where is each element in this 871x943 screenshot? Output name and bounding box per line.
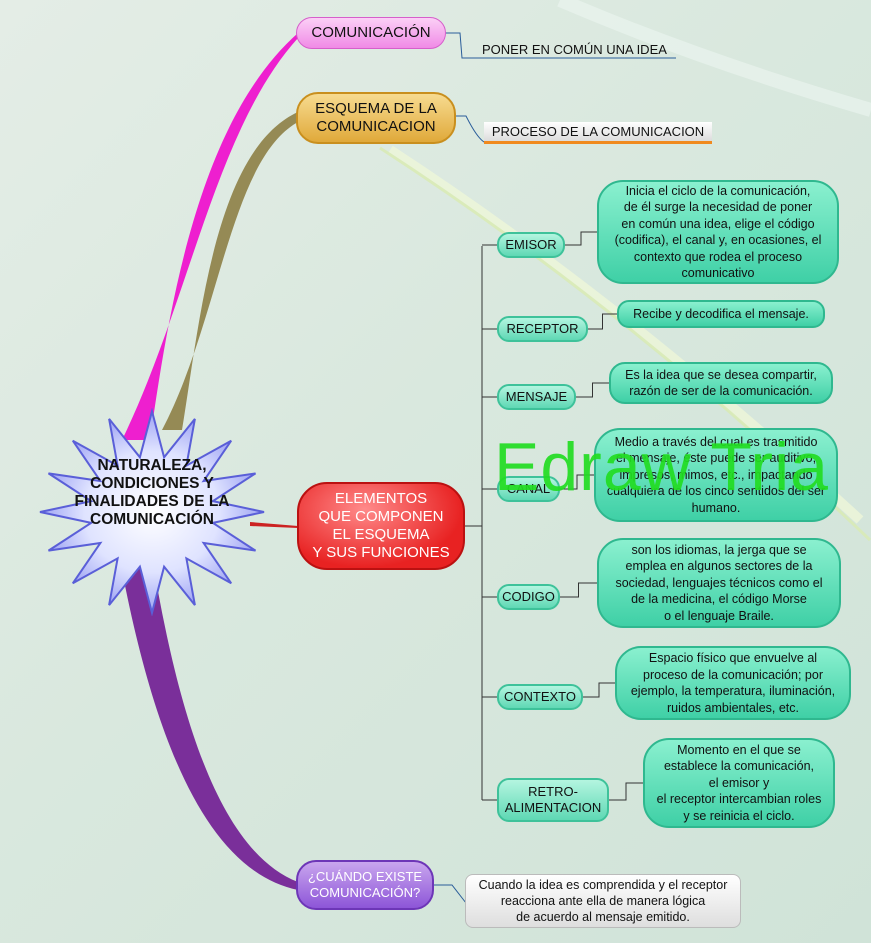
element-emisor-desc: Inicia el ciclo de la comunicación, de é… (597, 180, 839, 284)
element-codigo-desc: son los idiomas, la jerga que se emplea … (597, 538, 841, 628)
branch-comunicacion[interactable]: COMUNICACIÓN (296, 17, 446, 49)
connector-desc-element-codigo (560, 582, 597, 598)
connector-cuando-note (434, 884, 467, 904)
element-codigo[interactable]: CODIGO (497, 584, 560, 610)
element-emisor[interactable]: EMISOR (497, 232, 565, 258)
element-mensaje[interactable]: MENSAJE (497, 384, 576, 410)
connector-desc-element-canal (560, 474, 594, 490)
element-links (482, 231, 643, 801)
branch-red (250, 522, 298, 528)
element-contexto-desc: Espacio físico que envuelve al proceso d… (615, 646, 851, 720)
element-canal[interactable]: CANAL (497, 476, 560, 502)
element-receptor-desc: Recibe y decodifica el mensaje. (617, 300, 825, 328)
watermark-text: Edraw Tria (494, 429, 829, 505)
element-contexto[interactable]: CONTEXTO (497, 684, 583, 710)
connector-desc-element-retroalimentacion (609, 782, 643, 801)
branch-cuando[interactable]: ¿CUÁNDO EXISTE COMUNICACIÓN? (296, 860, 434, 910)
connector-desc-element-emisor (565, 231, 597, 246)
connector-desc-element-contexto (583, 682, 615, 698)
connector-esquema-note (456, 115, 487, 144)
element-canal-desc: Medio a través del cual es trasmitido el… (594, 428, 838, 522)
branch-esquema[interactable]: ESQUEMA DE LA COMUNICACION (296, 92, 456, 144)
connector-desc-element-receptor (588, 313, 617, 330)
branch-purple (120, 545, 298, 890)
connector-desc-element-mensaje (576, 382, 609, 398)
comunicacion-note: PONER EN COMÚN UNA IDEA (482, 42, 667, 57)
element-retroalimentacion[interactable]: RETRO- ALIMENTACION (497, 778, 609, 822)
branch-elementos[interactable]: ELEMENTOS QUE COMPONEN EL ESQUEMA Y SUS … (297, 482, 465, 570)
cuando-note: Cuando la idea es comprendida y el recep… (465, 874, 741, 928)
branch-pink (122, 33, 298, 440)
central-topic-label: NATURALEZA, CONDICIONES Y FINALIDADES DE… (74, 457, 230, 528)
element-retroalimentacion-desc: Momento en el que se establece la comuni… (643, 738, 835, 828)
background-swoosh (557, 0, 871, 117)
element-receptor[interactable]: RECEPTOR (497, 316, 588, 342)
element-mensaje-desc: Es la idea que se desea compartir, razón… (609, 362, 833, 404)
central-starburst[interactable] (34, 408, 270, 616)
connector-comunicacion-note (446, 32, 676, 59)
esquema-note: PROCESO DE LA COMUNICACION (484, 122, 712, 144)
